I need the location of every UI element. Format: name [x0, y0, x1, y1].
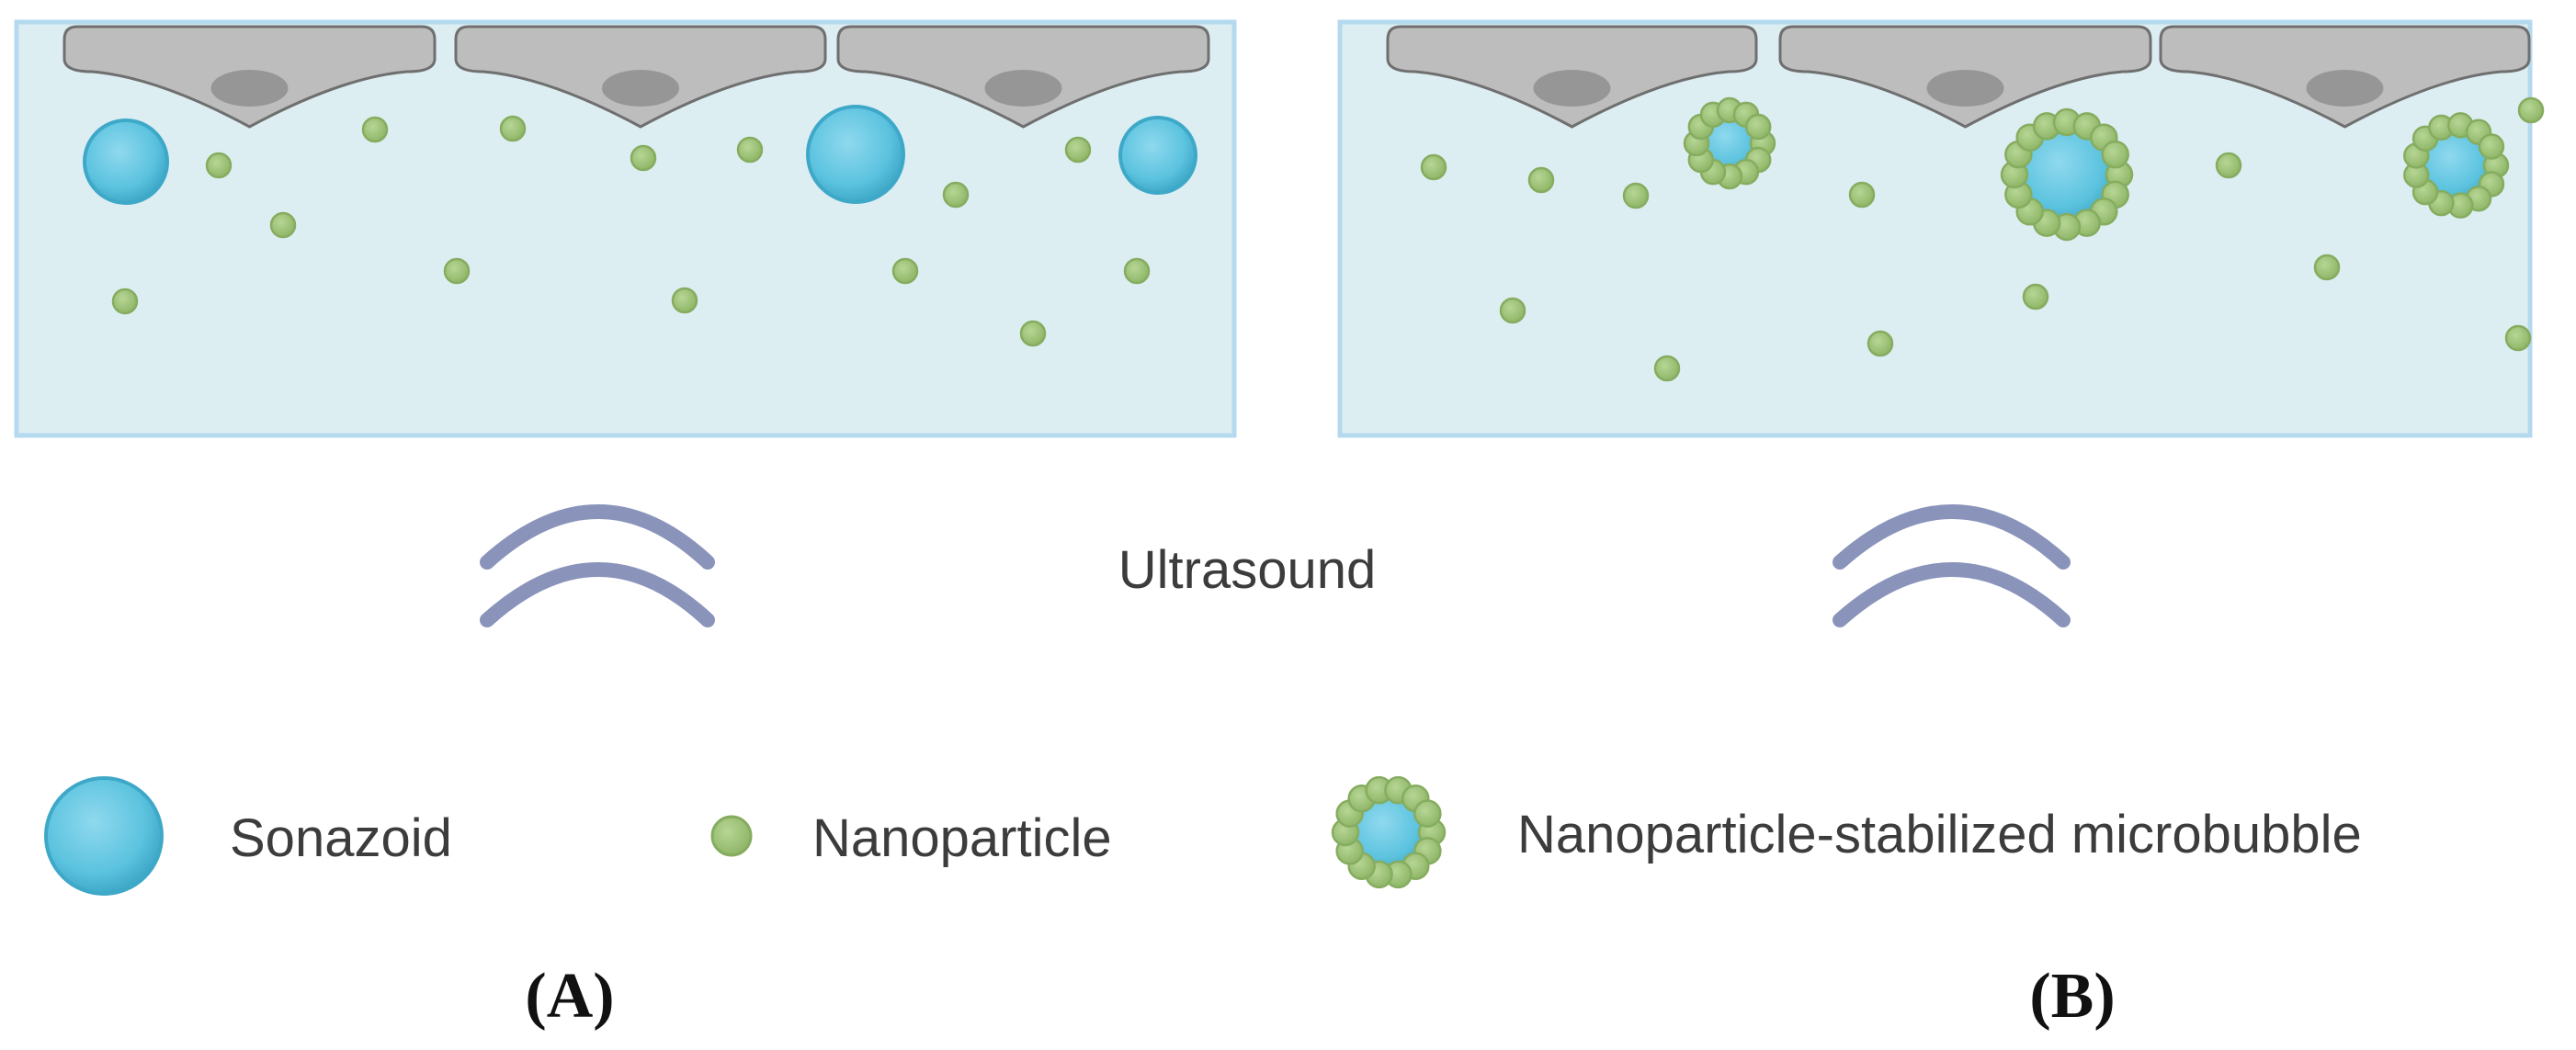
- nanoparticle: [2313, 254, 2341, 281]
- nanoparticle: [671, 287, 698, 314]
- nanoparticle: [1622, 182, 1650, 209]
- nanoparticle: [1527, 166, 1555, 194]
- cell-nucleus: [602, 70, 679, 107]
- cell-nucleus: [2306, 70, 2384, 107]
- nanoparticle: [443, 257, 471, 285]
- nanoparticle-stabilized-microbubble: [1331, 775, 1447, 889]
- legend-nanoparticle-icon: [710, 815, 753, 857]
- panel-b: [1337, 19, 2545, 438]
- nanoparticle: [1653, 355, 1681, 382]
- sonazoid-bubble: [806, 105, 905, 204]
- nanoparticle: [630, 144, 657, 172]
- cell: [1778, 25, 2152, 129]
- legend: Sonazoid Nanoparticle Nanoparticle-stabi…: [44, 775, 2362, 896]
- nanoparticle: [2215, 152, 2242, 179]
- nanoparticle: [1499, 297, 1526, 324]
- panel-a-particles: [83, 105, 1197, 347]
- nanoparticle: [1420, 153, 1447, 181]
- nanoparticle: [1867, 330, 1894, 357]
- cell-nucleus: [210, 70, 289, 107]
- panel-a-cells: [62, 25, 1210, 129]
- nanoparticle: [1848, 181, 1876, 209]
- cell: [454, 25, 827, 129]
- nanoparticle: [361, 116, 389, 143]
- nanoparticle: [2504, 324, 2532, 352]
- sonazoid-bubble: [83, 119, 169, 205]
- nanoparticle: [111, 288, 139, 315]
- nanoparticle: [205, 152, 233, 179]
- panel-label-b: (B): [2029, 961, 2115, 1032]
- nanoparticle: [1019, 320, 1047, 347]
- cell-nucleus: [1926, 70, 2004, 107]
- nanoparticle: [891, 257, 919, 285]
- legend-nanoparticle-label: Nanoparticle: [812, 808, 1112, 868]
- cell: [2159, 25, 2531, 129]
- panel-b-particles: [1420, 96, 2545, 382]
- nanoparticle: [942, 181, 970, 209]
- legend-stabilized-microbubble-icon: [1331, 775, 1447, 889]
- legend-sonazoid-label: Sonazoid: [230, 808, 452, 868]
- legend-sonazoid-icon: [44, 776, 164, 896]
- nanoparticle: [2022, 283, 2049, 310]
- sonazoid-bubble: [1118, 116, 1197, 195]
- ultrasound-wave-icon-a: [480, 504, 715, 627]
- cell: [62, 25, 437, 129]
- cell: [836, 25, 1210, 129]
- ultrasound-label: Ultrasound: [1118, 540, 1376, 600]
- panel-b-cells: [1386, 25, 2531, 129]
- nanoparticle: [269, 211, 297, 239]
- cell-nucleus: [1533, 70, 1611, 107]
- panel-label-a: (A): [525, 961, 614, 1032]
- nanoparticle-stabilized-microbubble: [2403, 112, 2510, 219]
- nanoparticle: [499, 115, 527, 142]
- nanoparticle: [1123, 257, 1151, 285]
- nanoparticle-stabilized-microbubble: [2000, 107, 2134, 242]
- nanoparticle: [1064, 136, 1092, 164]
- cell-nucleus: [984, 70, 1062, 107]
- nanoparticle: [2517, 96, 2545, 124]
- panel-a: [14, 19, 1237, 438]
- ultrasound-wave-icon-b: [1833, 504, 2071, 627]
- nanoparticle: [736, 136, 764, 164]
- legend-stabilized-microbubble-label: Nanoparticle-stabilized microbubble: [1517, 805, 2362, 864]
- cell: [1386, 25, 1758, 129]
- nanoparticle-stabilized-microbubble: [1683, 96, 1776, 190]
